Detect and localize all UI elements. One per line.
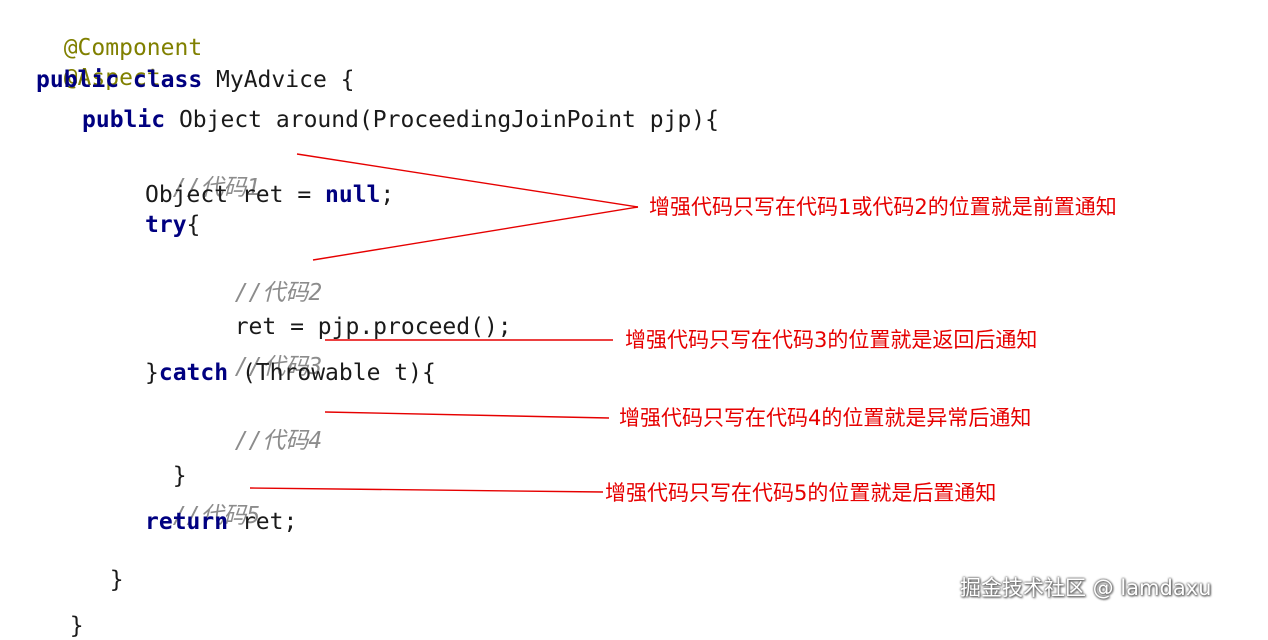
- comment-code-3-text: //代码3: [234, 354, 323, 380]
- annotation-component: @Component: [36, 6, 202, 62]
- connector-code1-before: [296, 153, 639, 208]
- method-declaration: public Object around(ProceedingJoinPoint…: [82, 106, 719, 134]
- comment-code-1-text: //代码1: [172, 175, 261, 201]
- connector-lines: [249, 153, 639, 493]
- return-keyword: return: [145, 509, 229, 535]
- connector-code2-before: [312, 206, 639, 261]
- method-keyword: public: [82, 107, 166, 133]
- annotation-aspect: @Aspect: [36, 36, 161, 92]
- null-keyword: null: [325, 182, 381, 208]
- comment-code-2: //代码2: [207, 251, 323, 307]
- comment-code-5-text: //代码5: [172, 503, 261, 529]
- method-signature: Object around(ProceedingJoinPoint pjp){: [165, 107, 719, 133]
- class-keyword: public class: [36, 67, 203, 93]
- comment-code-3: //代码3: [207, 325, 323, 381]
- watermark: 掘金技术社区 @ lamdaxu: [960, 576, 1212, 600]
- try-keyword: try: [145, 212, 187, 238]
- ret-declaration: Object ret = null;: [145, 181, 394, 209]
- catch-signature: (Throwable t){: [228, 360, 436, 386]
- catch-keyword: catch: [158, 360, 229, 386]
- label-after-advice: 增强代码只写在代码5的位置就是后置通知: [605, 481, 997, 505]
- catch-close: }: [145, 434, 187, 490]
- return-statement: return ret;: [145, 508, 297, 536]
- proceed-statement-text: ret = pjp.proceed();: [234, 314, 512, 340]
- label-after-returning-advice: 增强代码只写在代码3的位置就是返回后通知: [625, 328, 1038, 352]
- label-after-throwing-advice: 增强代码只写在代码4的位置就是异常后通知: [619, 406, 1032, 430]
- comment-code-4: //代码4: [207, 399, 323, 455]
- ret-semicolon: ;: [380, 182, 395, 208]
- try-brace: {: [186, 212, 201, 238]
- annotation-aspect-text: @Aspect: [63, 65, 161, 91]
- catch-close-brace: }: [145, 360, 159, 386]
- class-name: MyAdvice {: [202, 67, 355, 93]
- comment-code-4-text: //代码4: [234, 428, 323, 454]
- proceed-statement: ret = pjp.proceed();: [207, 285, 512, 341]
- label-before-advice: 增强代码只写在代码1或代码2的位置就是前置通知: [649, 195, 1117, 219]
- catch-statement: }catch (Throwable t){: [145, 359, 436, 387]
- comment-code-1: //代码1: [145, 146, 261, 202]
- annotation-component-text: @Component: [63, 35, 203, 61]
- comment-code-5: //代码5: [145, 474, 261, 530]
- comment-code-2-text: //代码2: [234, 280, 323, 306]
- method-close-text: }: [109, 567, 124, 593]
- connector-code5-after: [249, 487, 604, 493]
- class-declaration: public class MyAdvice {: [36, 66, 355, 94]
- method-close: }: [82, 538, 124, 594]
- catch-close-text: }: [172, 463, 187, 489]
- try-statement: try{: [145, 211, 200, 239]
- return-rest: ret;: [228, 509, 298, 535]
- ret-declaration-text: Object ret =: [145, 182, 326, 208]
- connector-code4-after-throwing: [324, 411, 610, 419]
